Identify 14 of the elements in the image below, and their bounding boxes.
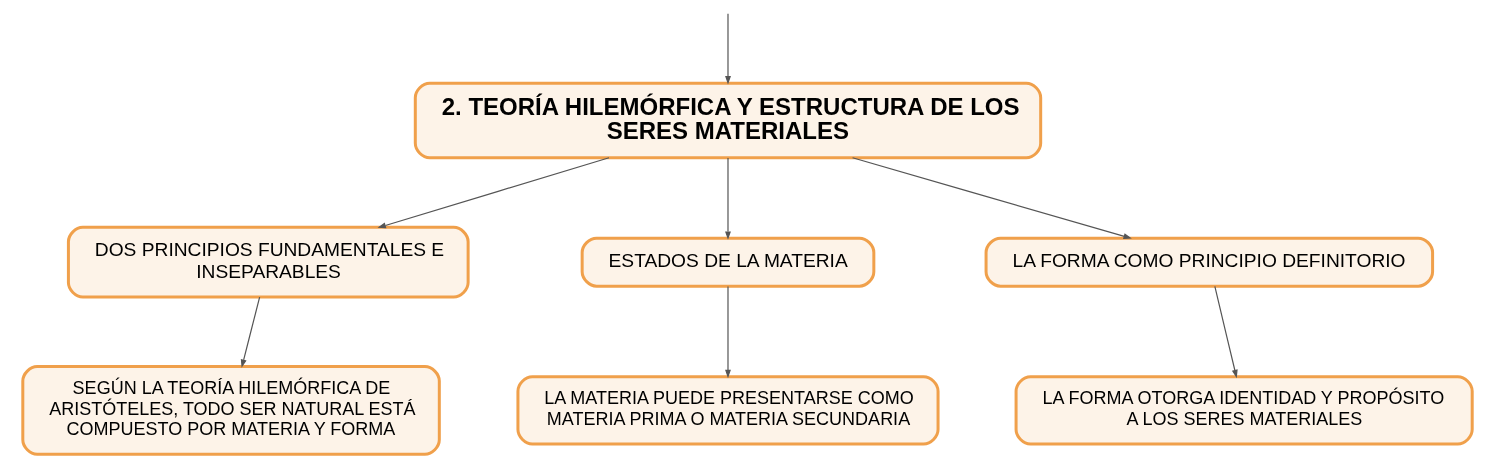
arrow: [377, 157, 610, 229]
node-box: ESTADOS DE LA MATERIA: [580, 236, 876, 288]
node-box: LA FORMA OTORGA IDENTIDAD Y PROPÓSITO A LOS SERES MATERIALES: [1014, 375, 1474, 446]
node-box: LA FORMA COMO PRINCIPIO DEFINITORIO: [984, 236, 1435, 288]
arrow: [240, 296, 261, 368]
arrow: [725, 157, 731, 240]
arrow: [725, 285, 731, 379]
arrow: [725, 13, 731, 85]
node-box: 2. TEORÍA HILEMÓRFICA Y ESTRUCTURA DE LOS SERES MATERIALES: [413, 81, 1043, 160]
node-box: DOS PRINCIPIOS FUNDAMENTALES E INSEPARABLES: [66, 225, 470, 299]
node-box: LA MATERIA PUEDE PRESENTARSE COMO MATERIA PRIMA O MATERIA SECUNDARIA: [516, 375, 940, 446]
arrow: [852, 157, 1132, 240]
node-box: SEGÚN LA TEORÍA HILEMÓRFICA DE ARISTÓTELES, TODO SER NATURAL ESTÁ COMPUESTO POR MATERIA Y FORMA: [21, 365, 441, 456]
arrow: [1214, 285, 1238, 379]
